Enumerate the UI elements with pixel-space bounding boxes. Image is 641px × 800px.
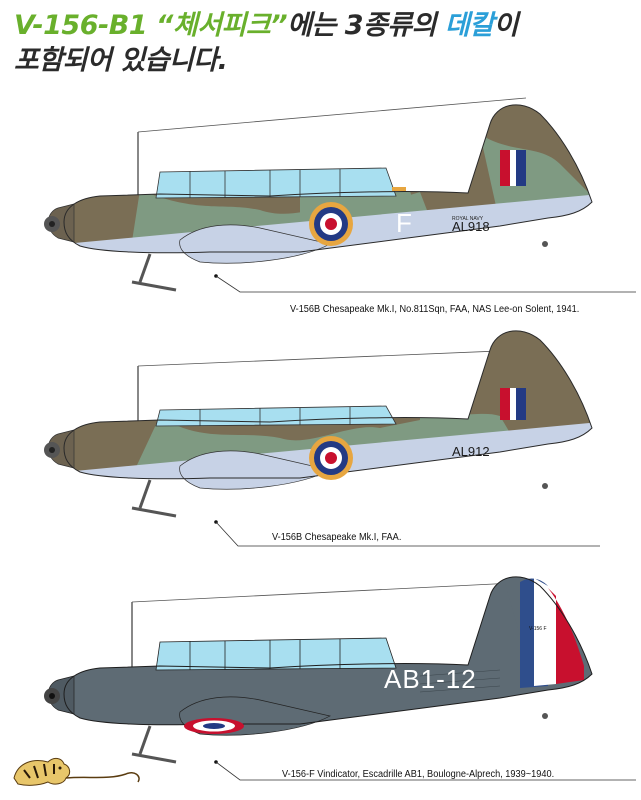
headline-text-end: 이	[493, 10, 519, 41]
plane-3-code: AB1-12	[384, 664, 477, 694]
headline-line-2: 포함되어 있습니다.	[14, 45, 228, 76]
plane-1-serial: AL918	[452, 219, 490, 234]
decal-word: 데칼	[444, 10, 494, 41]
model-name: V-156-B1	[14, 10, 156, 41]
plane-3-caption: V-156-F Vindicator, Escadrille AB1, Boul…	[282, 769, 555, 780]
headline: V-156-B1 “체서피크”에는 3종류의 데칼이 포함되어 있습니다.	[14, 8, 634, 78]
model-nickname: “체서피크”	[155, 10, 288, 41]
tiger-logo-icon	[13, 757, 140, 786]
headline-line-1: V-156-B1 “체서피크”에는 3종류의 데칼이	[14, 8, 634, 43]
plane-3-tail-text: V-156 F	[529, 626, 547, 632]
plane-2-illustration: AL912	[44, 330, 600, 547]
plane-1-side-letter: F	[396, 208, 412, 238]
plane-2-serial: AL912	[452, 444, 490, 459]
headline-text: 에는 3종류의	[287, 10, 445, 41]
plane-1-caption: V-156B Chesapeake Mk.I, No.811Sqn, FAA, …	[290, 304, 580, 315]
plane-1-illustration: F ROYAL NAVY AL918	[44, 97, 636, 293]
plane-2-caption: V-156B Chesapeake Mk.I, FAA.	[272, 532, 402, 543]
plane-1-small-text: ROYAL NAVY	[452, 216, 484, 222]
plane-3-illustration: V-156 F AB1-12	[44, 576, 636, 781]
